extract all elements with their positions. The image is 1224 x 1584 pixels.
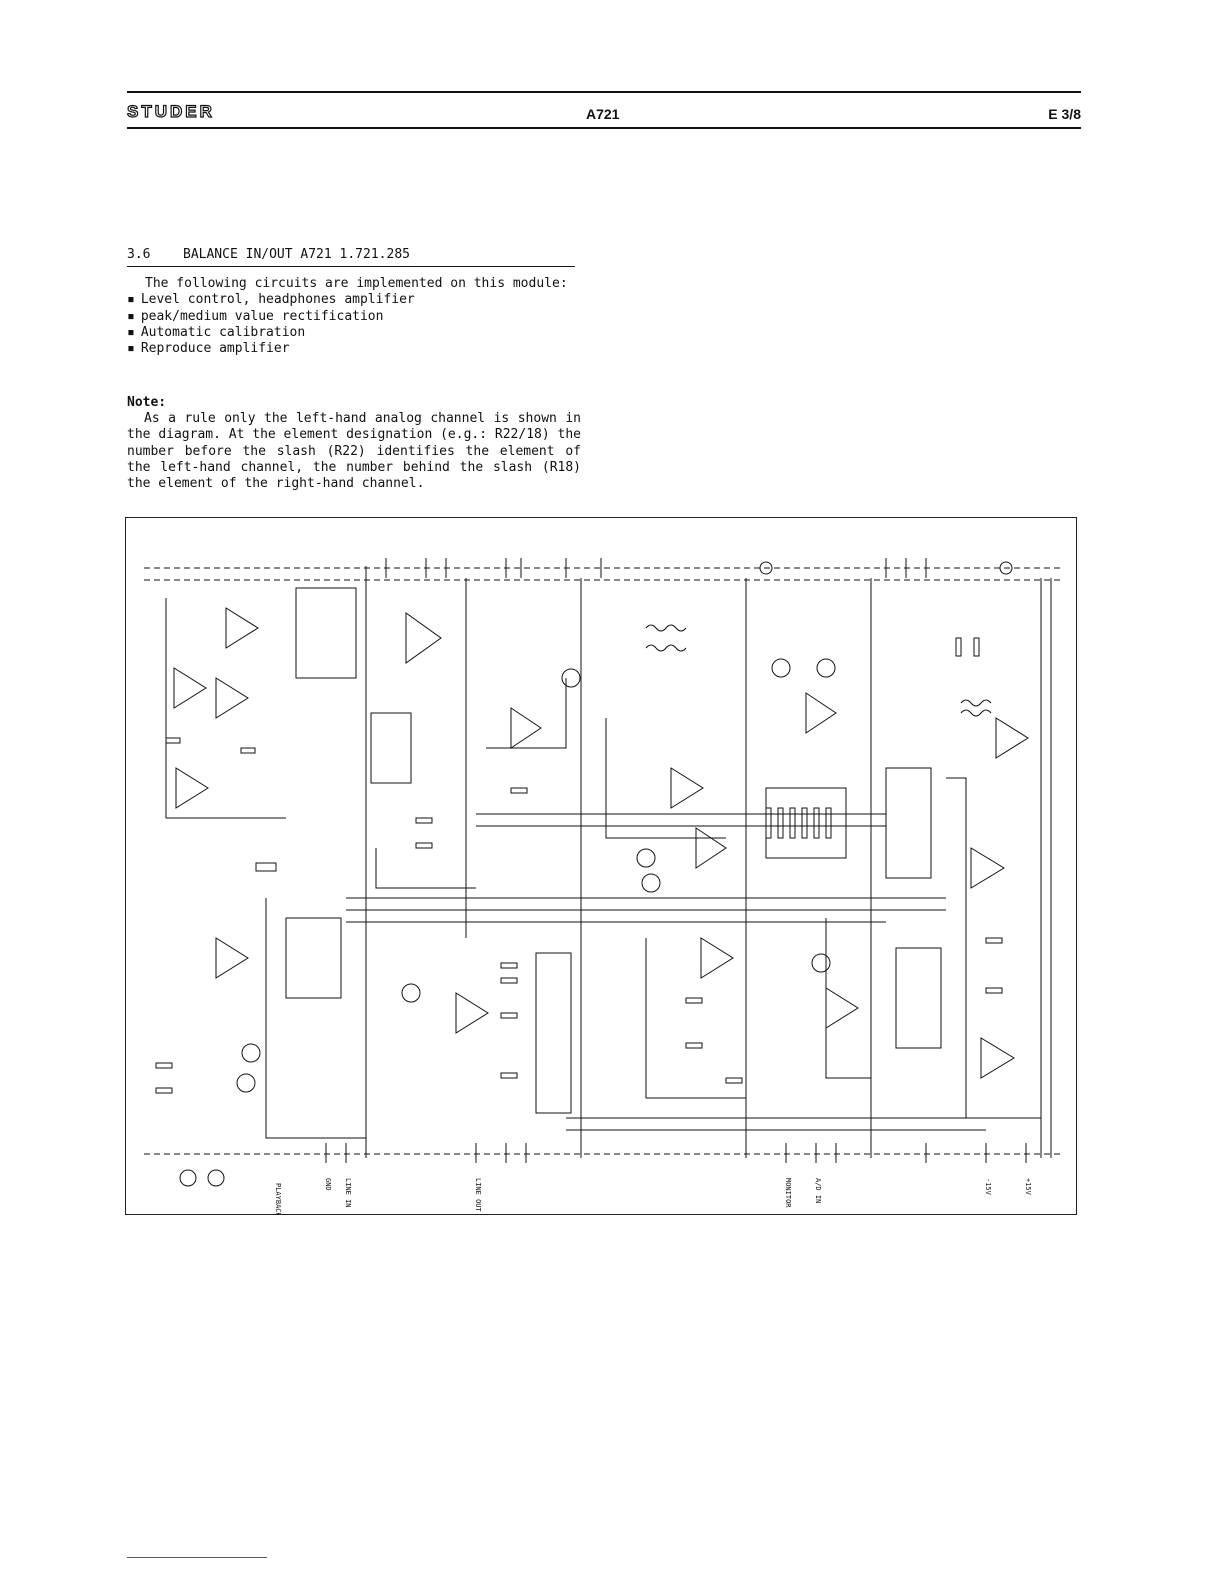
header-rule-top [127, 91, 1081, 93]
intro-text: The following circuits are implemented o… [145, 276, 568, 291]
schematic-label: PLAYBACK HEAD [274, 1183, 282, 1214]
schematic-label: +15V [1024, 1178, 1032, 1196]
bullet-item: Automatic calibration [127, 325, 587, 341]
note-text: As a rule only the left-hand analog chan… [127, 411, 581, 492]
section-number: 3.6 [127, 247, 151, 262]
schematic-label: LINE IN [344, 1178, 352, 1208]
section-title: BALANCE IN/OUT A721 1.721.285 [183, 247, 410, 262]
schematic-label: LINE OUT [474, 1178, 482, 1213]
bullet-item: peak/medium value rectification [127, 309, 587, 325]
schematic-label: A/D IN [814, 1178, 822, 1203]
section-body: The following circuits are implemented o… [127, 276, 587, 357]
circuit-schematic: PLAYBACK HEAD GND LINE IN LINE OUT MONIT… [125, 517, 1077, 1238]
schematic-drawing: PLAYBACK HEAD GND LINE IN LINE OUT MONIT… [144, 558, 1061, 1238]
bullet-item: Level control, headphones amplifier [127, 292, 587, 308]
footer-line [127, 1557, 267, 1558]
schematic-label: GND [324, 1178, 332, 1191]
schematic-label: MONITOR [784, 1178, 792, 1208]
model-title: A721 [586, 106, 620, 122]
brand-logo: STUDER [126, 101, 215, 121]
note-heading: Note: [127, 395, 167, 410]
schematic-label: -15V [984, 1178, 992, 1196]
header-rule-bottom [127, 127, 1081, 129]
bullet-item: Reproduce amplifier [127, 341, 587, 357]
note-body: As a rule only the left-hand analog chan… [127, 411, 581, 492]
page-number: E 3/8 [1048, 106, 1081, 122]
section-heading: 3.6 BALANCE IN/OUT A721 1.721.285 [127, 247, 575, 267]
